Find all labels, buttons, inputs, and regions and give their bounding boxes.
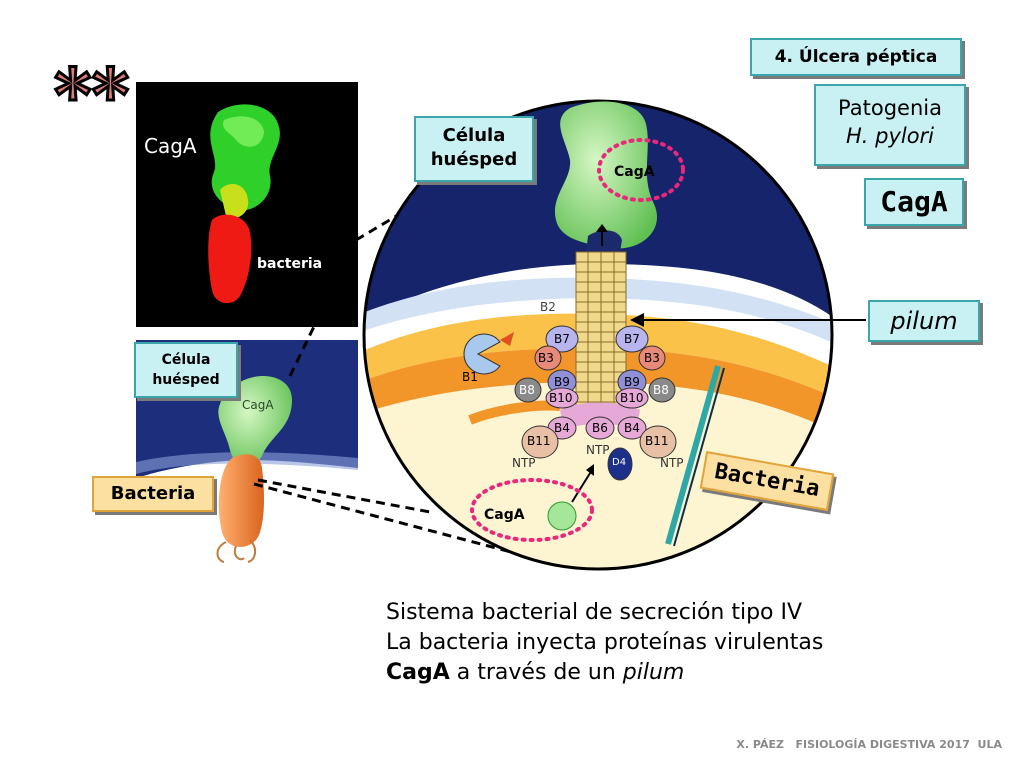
protein-b3-left: B3 <box>538 351 554 365</box>
micrograph <box>136 82 358 327</box>
protein-b6: B6 <box>592 421 608 435</box>
protein-d4: D4 <box>612 457 627 468</box>
protein-b7-right: B7 <box>624 332 640 346</box>
host-cell-line-2: huésped <box>430 149 518 170</box>
protein-b9-left: B9 <box>554 375 570 389</box>
protein-b10-left: B10 <box>549 391 573 405</box>
title-line-2: H. pylori <box>845 124 935 148</box>
micrograph-caga-label: CagA <box>144 134 197 158</box>
protein-b7-left: B7 <box>554 332 570 346</box>
inset-host-cell-line-2: huésped <box>152 372 220 388</box>
protein-b11-left: B11 <box>527 434 551 448</box>
protein-b11-right: B11 <box>645 434 669 448</box>
caption-caga: CagA <box>386 660 450 685</box>
caption-line-2: La bacteria inyecta proteínas virulentas <box>386 630 824 655</box>
inset-caga-label: CagA <box>242 398 274 412</box>
caga-bottom-label: CagA <box>484 507 525 523</box>
caption: Sistema bacterial de secreción tipo IV L… <box>386 598 823 688</box>
host-cell-line-1: Célula <box>442 125 506 146</box>
caption-line-3: CagA a través de un pilum <box>386 658 823 688</box>
caga-top-label: CagA <box>614 164 655 180</box>
protein-b4-left: B4 <box>554 421 570 435</box>
inset-host-cell-line-1: Célula <box>161 352 211 368</box>
ntp-right: NTP <box>660 456 684 470</box>
stars-mark: ** <box>54 52 129 137</box>
host-cell-label: Célula huésped <box>414 116 534 182</box>
ntp-center: NTP <box>586 443 610 457</box>
ntp-left: NTP <box>512 456 536 470</box>
protein-b9-right: B9 <box>624 375 640 389</box>
micrograph-bacteria-label: bacteria <box>257 256 323 272</box>
inset-bacteria-tag: Bacteria <box>92 476 214 512</box>
topic-box: 4. Úlcera péptica <box>750 38 962 76</box>
caption-line-1: Sistema bacterial de secreción tipo IV <box>386 600 803 625</box>
protein-b4-right: B4 <box>624 421 640 435</box>
pilum-label: pilum <box>868 300 980 342</box>
protein-b2: B2 <box>540 300 556 314</box>
title-line-1: Patogenia <box>838 96 942 120</box>
protein-b8-left: B8 <box>519 383 535 397</box>
caga-heading-box: CagA <box>864 178 964 226</box>
protein-b8-right: B8 <box>653 383 669 397</box>
title-box: Patogenia H. pylori <box>814 84 966 166</box>
protein-b10-right: B10 <box>620 391 644 405</box>
protein-b1: B1 <box>462 370 478 384</box>
caption-middle: a través de un <box>449 660 623 685</box>
footer-credit: X. PÁEZ FISIOLOGÍA DIGESTIVA 2017 ULA <box>736 738 1002 751</box>
inset-host-cell-label: Célula huésped <box>134 342 238 398</box>
caption-pilum: pilum <box>622 660 685 685</box>
protein-b3-right: B3 <box>644 351 660 365</box>
